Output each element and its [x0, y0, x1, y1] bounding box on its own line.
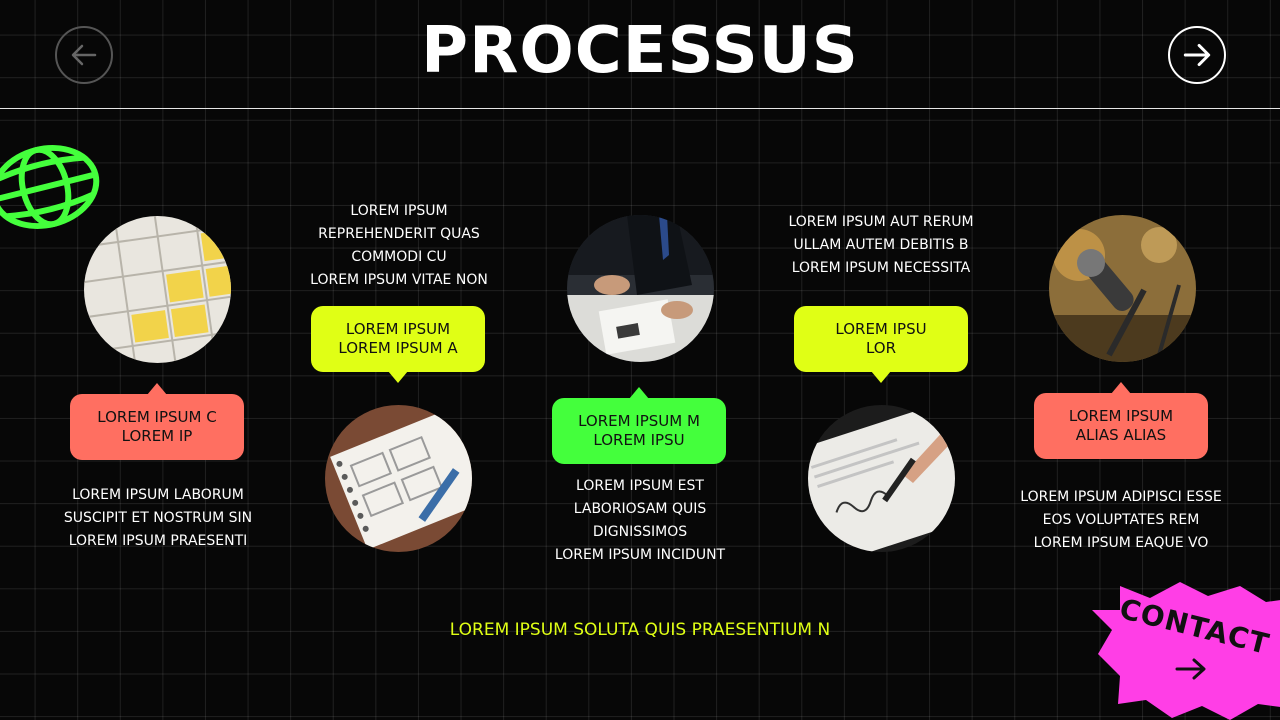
- microphone-photo: [1049, 215, 1196, 362]
- step-1-desc-line: LOREM IPSUM LABORUM: [72, 487, 244, 503]
- page-title: PROCESSUS: [421, 14, 859, 88]
- meeting-photo: [567, 215, 714, 362]
- step-4-desc-line: LOREM IPSUM AUT RERUM: [788, 214, 974, 230]
- step-3-description: LOREM IPSUM EST LABORIOSAM QUIS DIGNISSI…: [520, 475, 760, 567]
- next-slide-button[interactable]: [1168, 26, 1226, 84]
- globe-icon: [0, 145, 100, 229]
- step-3-bubble-line2: LOREM IPSU: [593, 431, 685, 449]
- arrow-left-icon: [71, 44, 97, 66]
- step-5-desc-line: EOS VOLUPTATES REM: [1042, 512, 1200, 528]
- step-2-bubble-line1: LOREM IPSUM: [345, 320, 451, 338]
- step-2-desc-line: REPREHENDERIT QUAS: [318, 226, 480, 242]
- step-3-desc-line: LABORIOSAM QUIS: [573, 501, 707, 517]
- step-5-bubble-line1: LOREM IPSUM: [1068, 407, 1174, 425]
- step-4-desc-line: ULLAM AUTEM DEBITIS B: [793, 237, 969, 253]
- step-1-bubble-line1: LOREM IPSUM C: [97, 408, 217, 426]
- step-2-desc-line: LOREM IPSUM: [350, 203, 448, 219]
- step-1-description: LOREM IPSUM LABORUM SUSCIPIT ET NOSTRUM …: [38, 484, 278, 553]
- step-2-bubble: LOREM IPSUM LOREM IPSUM A: [311, 306, 485, 383]
- contact-badge-shape: [1092, 582, 1280, 720]
- step-5-bubble: LOREM IPSUM ALIAS ALIAS: [1034, 382, 1208, 459]
- step-3-desc-line: LOREM IPSUM EST: [576, 478, 704, 494]
- step-5-desc-line: LOREM IPSUM EAQUE VO: [1033, 535, 1209, 551]
- step-3-bubble-line1: LOREM IPSUM M: [578, 412, 700, 430]
- step-3-bubble: LOREM IPSUM M LOREM IPSU: [552, 387, 726, 464]
- step-3-desc-line: LOREM IPSUM INCIDUNT: [554, 547, 726, 563]
- calendar-photo: [84, 216, 231, 363]
- step-2-desc-line: LOREM IPSUM VITAE NON: [310, 272, 488, 288]
- step-2-desc-line: COMMODI CU: [351, 249, 447, 265]
- step-5-bubble-line2: ALIAS ALIAS: [1075, 426, 1167, 444]
- step-3-desc-line: DIGNISSIMOS: [592, 524, 688, 540]
- step-4-description: LOREM IPSUM AUT RERUM ULLAM AUTEM DEBITI…: [761, 211, 1001, 280]
- footer-text: LOREM IPSUM SOLUTA QUIS PRAESENTIUM N: [449, 620, 831, 640]
- step-4-bubble-line1: LOREM IPSU: [835, 320, 927, 338]
- signing-photo: [808, 405, 955, 552]
- step-4-desc-line: LOREM IPSUM NECESSITA: [791, 260, 971, 276]
- step-1-bubble: LOREM IPSUM C LOREM IP: [70, 383, 244, 460]
- step-5-description: LOREM IPSUM ADIPISCI ESSE EOS VOLUPTATES…: [1001, 486, 1241, 555]
- step-2-description: LOREM IPSUM REPREHENDERIT QUAS COMMODI C…: [279, 200, 519, 292]
- sketchbook-photo: [325, 405, 472, 552]
- step-5-desc-line: LOREM IPSUM ADIPISCI ESSE: [1020, 489, 1222, 505]
- arrow-right-icon: [1175, 658, 1206, 680]
- step-4-bubble-line2: LOR: [865, 339, 897, 357]
- step-2-bubble-line2: LOREM IPSUM A: [338, 339, 458, 357]
- step-1-desc-line: LOREM IPSUM PRAESENTI: [68, 533, 248, 549]
- step-1-bubble-line2: LOREM IP: [121, 427, 193, 445]
- step-1-desc-line: SUSCIPIT ET NOSTRUM SIN: [63, 510, 253, 526]
- step-4-bubble: LOREM IPSU LOR: [794, 306, 968, 383]
- header-divider: [0, 108, 1280, 109]
- contact-button[interactable]: CONTACT: [1090, 580, 1280, 720]
- arrow-right-icon: [1183, 43, 1211, 67]
- prev-slide-button[interactable]: [55, 26, 113, 84]
